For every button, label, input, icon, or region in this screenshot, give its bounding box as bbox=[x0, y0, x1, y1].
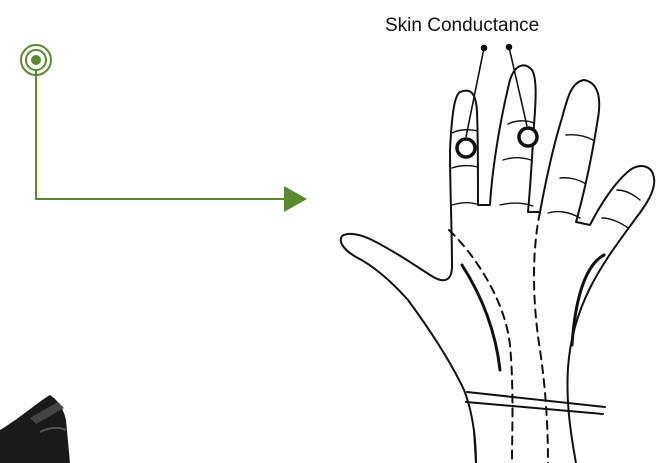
electrode-leads bbox=[466, 45, 527, 138]
connector-line bbox=[36, 70, 288, 199]
skin-conductance-label: Skin Conductance bbox=[385, 15, 539, 36]
arrow-head-icon bbox=[284, 186, 307, 212]
wristband-strap-icon bbox=[0, 395, 70, 463]
palm-details bbox=[449, 212, 604, 463]
hand-outline-icon bbox=[341, 65, 654, 463]
connector-group bbox=[21, 45, 307, 212]
finger-creases bbox=[452, 121, 640, 228]
